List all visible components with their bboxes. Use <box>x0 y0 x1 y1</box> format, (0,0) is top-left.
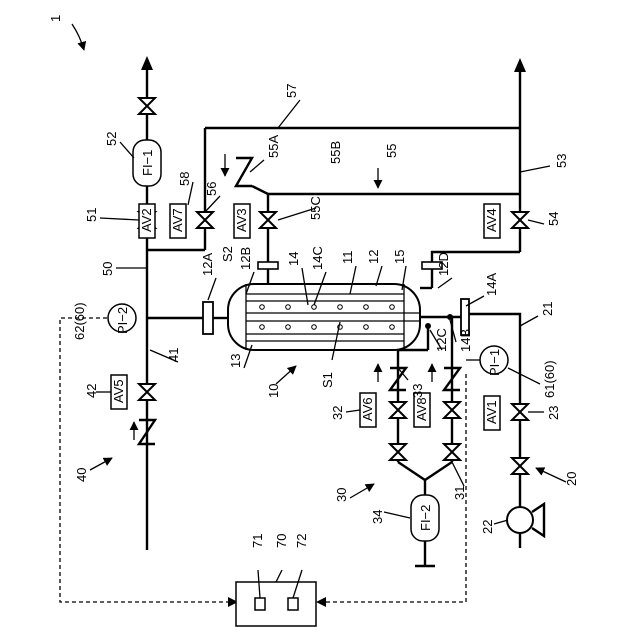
valve-20[interactable] <box>512 458 528 474</box>
valve-av5[interactable] <box>139 384 155 400</box>
label-S1: S1 <box>320 372 335 388</box>
label-53: 53 <box>554 154 569 168</box>
nozzle-55C <box>258 262 278 269</box>
label-12B: 12B <box>238 247 253 270</box>
fi2-label: FI−2 <box>418 505 433 531</box>
label-S2: S2 <box>220 246 235 262</box>
flange-12A <box>203 302 213 334</box>
valve-av7[interactable] <box>197 212 213 228</box>
label-22: 22 <box>480 520 495 534</box>
av2-label: AV2 <box>139 208 154 232</box>
label-33: 33 <box>410 384 425 398</box>
label-50: 50 <box>100 262 115 276</box>
label-51: 51 <box>84 208 99 222</box>
label-11: 11 <box>340 251 355 265</box>
label-20: 20 <box>564 472 579 486</box>
valve-av3[interactable] <box>260 212 276 228</box>
label-31: 31 <box>452 486 467 500</box>
pipe-30-merge <box>398 462 452 480</box>
av7-label: AV7 <box>170 208 185 232</box>
label-54: 54 <box>546 212 561 226</box>
junction-12C <box>425 323 431 329</box>
label-55: 55 <box>384 144 399 158</box>
valve-av6[interactable] <box>390 402 406 418</box>
label-52: 52 <box>104 132 119 146</box>
pointer-30 <box>350 484 374 498</box>
valve-av4[interactable] <box>512 212 528 228</box>
pointer-20 <box>536 468 566 482</box>
valve-31-right[interactable] <box>444 444 460 460</box>
valve-av1[interactable] <box>512 404 528 420</box>
av4-label: AV4 <box>484 208 499 232</box>
pointer-10 <box>276 366 296 384</box>
label-14: 14 <box>286 252 301 266</box>
label-14A: 14A <box>484 273 499 296</box>
label-21: 21 <box>540 302 555 316</box>
av3-label: AV3 <box>234 208 249 232</box>
av8-label: AV8 <box>414 397 429 421</box>
label-12: 12 <box>366 250 381 264</box>
label-56: 56 <box>204 182 219 196</box>
controller-unit-71 <box>255 598 265 610</box>
label-58: 58 <box>177 172 192 186</box>
valve-line-50-top[interactable] <box>139 98 155 114</box>
label-12A: 12A <box>200 253 215 276</box>
label-14B: 14B <box>458 329 473 352</box>
label-71: 71 <box>250 534 265 548</box>
label-14C: 14C <box>310 246 325 270</box>
label-72: 72 <box>294 534 309 548</box>
pump-22[interactable] <box>507 504 544 536</box>
controller-70 <box>236 582 316 626</box>
label-34: 34 <box>370 510 385 524</box>
av1-label: AV1 <box>484 400 499 424</box>
junction-14B <box>447 314 453 320</box>
label-10: 10 <box>266 384 281 398</box>
check-valve-55A <box>236 158 252 186</box>
label-55B: 55B <box>328 141 343 164</box>
label-32: 32 <box>330 406 345 420</box>
label-70: 70 <box>274 534 289 548</box>
valve-av8[interactable] <box>444 402 460 418</box>
pi2-label: PI−2 <box>115 307 130 334</box>
av5-label: AV5 <box>111 379 126 403</box>
label-40: 40 <box>74 468 89 482</box>
label-42: 42 <box>84 384 99 398</box>
av6-label: AV6 <box>360 397 375 421</box>
label-55A: 55A <box>266 135 281 158</box>
label-23: 23 <box>546 406 561 420</box>
label-62: 62(60) <box>72 302 87 340</box>
controller-unit-72 <box>288 598 298 610</box>
label-61: 61(60) <box>542 360 557 398</box>
signal-arrow-right <box>316 597 326 607</box>
outlet-arrow-53 <box>514 58 526 72</box>
pi1-label: PI−1 <box>487 349 502 376</box>
label-30: 30 <box>334 488 349 502</box>
label-13: 13 <box>228 354 243 368</box>
figure-ref-arrow <box>72 24 84 50</box>
pointer-40 <box>90 458 112 470</box>
outlet-arrow-50 <box>141 56 153 70</box>
label-12D: 12D <box>436 252 451 276</box>
figure-ref: 1 <box>48 15 63 22</box>
fi1-label: FI−1 <box>140 150 155 176</box>
valve-31-left[interactable] <box>390 444 406 460</box>
label-57: 57 <box>284 84 299 98</box>
label-15: 15 <box>392 250 407 264</box>
